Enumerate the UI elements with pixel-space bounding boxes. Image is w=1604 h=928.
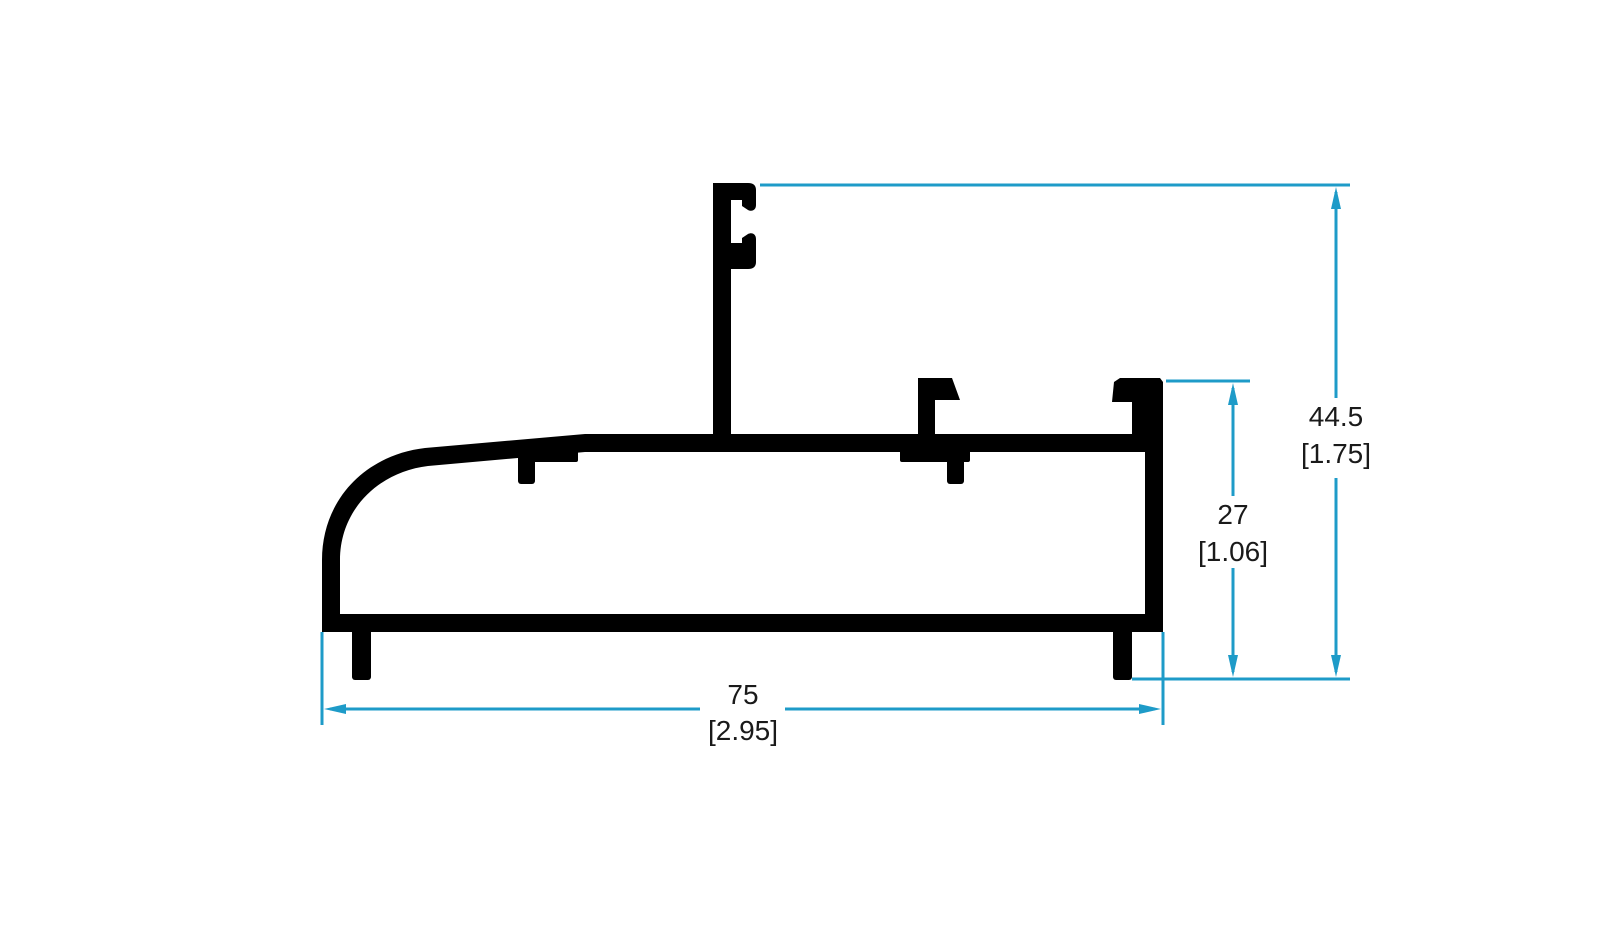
height-imperial-label: [1.75] — [1301, 438, 1371, 469]
height-arrow-bottom — [1331, 655, 1341, 677]
body-height-metric-label: 27 — [1217, 499, 1248, 530]
profile-outer-shell — [322, 382, 1163, 632]
height-metric-label: 44.5 — [1309, 401, 1364, 432]
width-imperial-label: [2.95] — [708, 715, 778, 746]
body-height-imperial-label: [1.06] — [1198, 536, 1268, 567]
width-metric-label: 75 — [727, 679, 758, 710]
dimension-labels: 75 [2.95] 44.5 [1.75] 27 [1.06] — [708, 401, 1371, 746]
profile-foot-right — [1113, 628, 1132, 680]
profile-post-channel — [713, 183, 756, 275]
body-arrow-top — [1228, 383, 1238, 405]
width-arrow-right — [1139, 704, 1161, 714]
dimension-lines — [320, 183, 1350, 725]
body-arrow-bottom — [1228, 655, 1238, 677]
profile-mid-hook — [918, 378, 960, 410]
profile-tab-left-stem — [518, 450, 535, 484]
profile-right-lip — [1112, 378, 1163, 402]
profile-tab-right-stem — [947, 450, 964, 484]
height-arrow-top — [1331, 187, 1341, 209]
extrusion-profile — [322, 183, 1163, 680]
profile-foot-left — [352, 628, 371, 680]
width-arrow-left — [324, 704, 346, 714]
